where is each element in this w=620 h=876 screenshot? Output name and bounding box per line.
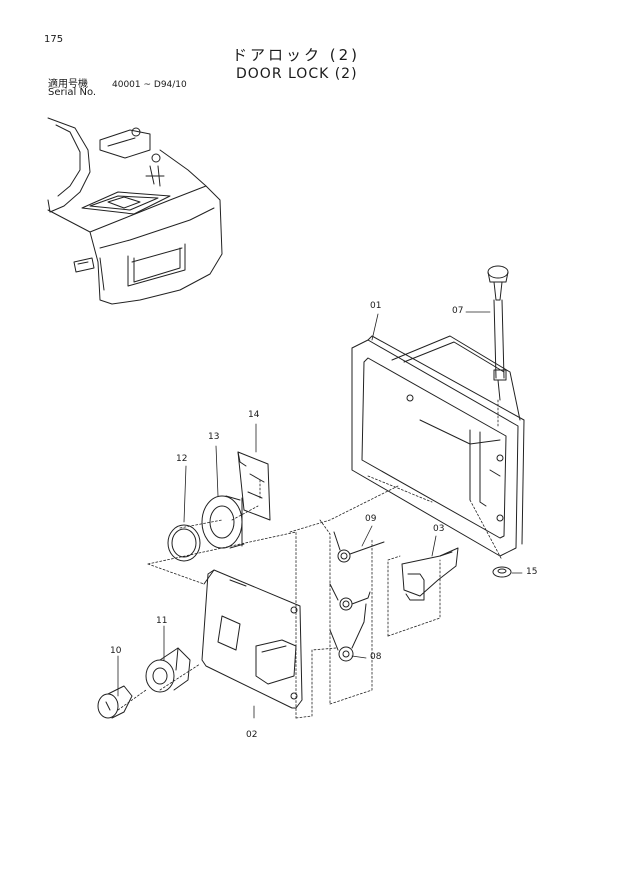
callout-13: 13: [208, 432, 220, 442]
part-09-spring: [333, 531, 385, 563]
callout-leaders: [117, 311, 523, 719]
part-01-lock-plate: [351, 335, 525, 557]
page-number: 175: [44, 34, 64, 45]
callout-14: 14: [248, 410, 260, 420]
part-13-nut: [201, 495, 245, 549]
part-11-cylinder: [145, 647, 191, 693]
callout-07: 07: [452, 306, 464, 316]
callout-15: 15: [526, 567, 538, 577]
part-14-plate: [237, 451, 271, 521]
callout-02: 02: [246, 730, 258, 740]
callout-03: 03: [433, 524, 445, 534]
part-02-bracket: [201, 569, 303, 709]
callout-12: 12: [176, 454, 188, 464]
part-15-washer: [492, 566, 512, 578]
callout-11: 11: [156, 616, 168, 626]
part-03-lever: [401, 547, 459, 601]
callout-10: 10: [110, 646, 122, 656]
callout-01: 01: [370, 301, 382, 311]
part-12-snap-ring: [167, 524, 201, 562]
assembly-lines: [117, 399, 503, 719]
title-english: DOOR LOCK (2): [236, 66, 358, 82]
part-07-pin: [487, 265, 509, 401]
part-08-springs: [329, 583, 371, 662]
serial-label-english: Serial No.: [48, 87, 97, 98]
title-japanese: ドアロック (2): [232, 46, 361, 64]
callout-09: 09: [365, 514, 377, 524]
callout-08: 08: [370, 652, 382, 662]
cab-location-thumbnail: [47, 117, 223, 305]
part-10-key-cylinder: [97, 685, 133, 719]
serial-label-japanese: 適用号機: [48, 79, 88, 90]
serial-range: 40001 ~ D94/10: [112, 80, 187, 90]
